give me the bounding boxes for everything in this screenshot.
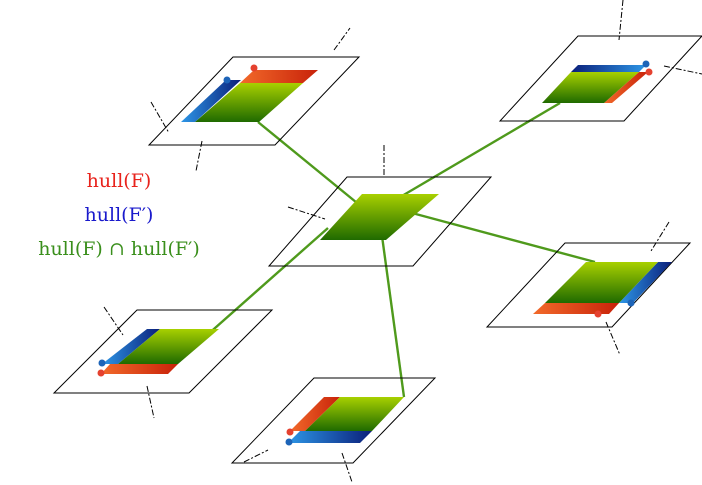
normal-stub	[195, 140, 203, 172]
hull-node-top-left	[147, 27, 361, 172]
hull-f-region	[533, 303, 619, 314]
links	[205, 101, 596, 398]
hull-f-region	[240, 70, 318, 83]
normal-stub	[150, 101, 170, 134]
hull-f-prime-region	[181, 80, 241, 122]
normal-stub	[650, 221, 670, 252]
hull-f-point	[250, 64, 258, 72]
legend-hull-f-prime: hull(F′)	[84, 204, 154, 226]
node-plane	[485, 242, 692, 328]
hull-f-prime-point	[285, 438, 293, 446]
normal-stub	[605, 321, 621, 356]
hull-f-prime-region	[102, 329, 160, 364]
hull-node-bottom	[230, 377, 437, 483]
normal-stub	[618, 0, 624, 41]
hull-f-region	[290, 397, 340, 431]
hull-f-prime-point	[223, 76, 231, 84]
hull-f-point	[645, 68, 653, 76]
hull-f-prime-point	[98, 359, 106, 367]
hull-node-top-right	[498, 0, 702, 122]
intersection-region	[545, 262, 658, 303]
normal-stub	[103, 306, 124, 336]
intersection-region	[118, 329, 219, 364]
link-top-right	[389, 101, 561, 205]
link-left	[205, 227, 329, 337]
node-plane	[230, 377, 437, 464]
legend-hull-f: hull(F)	[86, 170, 152, 192]
intersection-region	[542, 72, 639, 103]
normal-stub	[333, 27, 351, 51]
hull-f-prime-region	[619, 262, 672, 303]
hull-f-point	[594, 310, 602, 318]
legend: hull(F) hull(F′) hull(F) ∩ hull(F′)	[0, 164, 238, 266]
hull-node-right	[485, 221, 692, 356]
intersection-region	[195, 83, 303, 122]
normal-stub	[341, 452, 353, 483]
legend-intersection: hull(F) ∩ hull(F′)	[38, 238, 200, 260]
link-right	[411, 211, 596, 264]
node-plane	[52, 309, 274, 394]
link-bottom	[380, 235, 406, 398]
hull-f-prime-region	[571, 65, 646, 72]
node-plane	[498, 35, 702, 122]
intersection-region	[320, 194, 439, 240]
node-plane	[267, 176, 493, 267]
normal-stub	[663, 65, 702, 75]
hull-f-region	[604, 72, 648, 103]
hull-node-center	[267, 145, 493, 267]
hull-f-prime-region	[288, 431, 372, 443]
hull-f-region	[101, 364, 178, 374]
normal-stub	[287, 206, 326, 220]
hull-f-prime-point	[642, 60, 650, 68]
hull-f-point	[286, 428, 294, 436]
node-plane	[147, 56, 361, 146]
link-top-left	[257, 121, 363, 208]
hull-f-point	[97, 369, 105, 377]
hull-node-bottom-left	[52, 306, 274, 419]
normal-stub	[243, 449, 269, 463]
hull-f-prime-point	[627, 299, 635, 307]
intersection-region	[305, 397, 404, 431]
normal-stub	[146, 385, 155, 419]
